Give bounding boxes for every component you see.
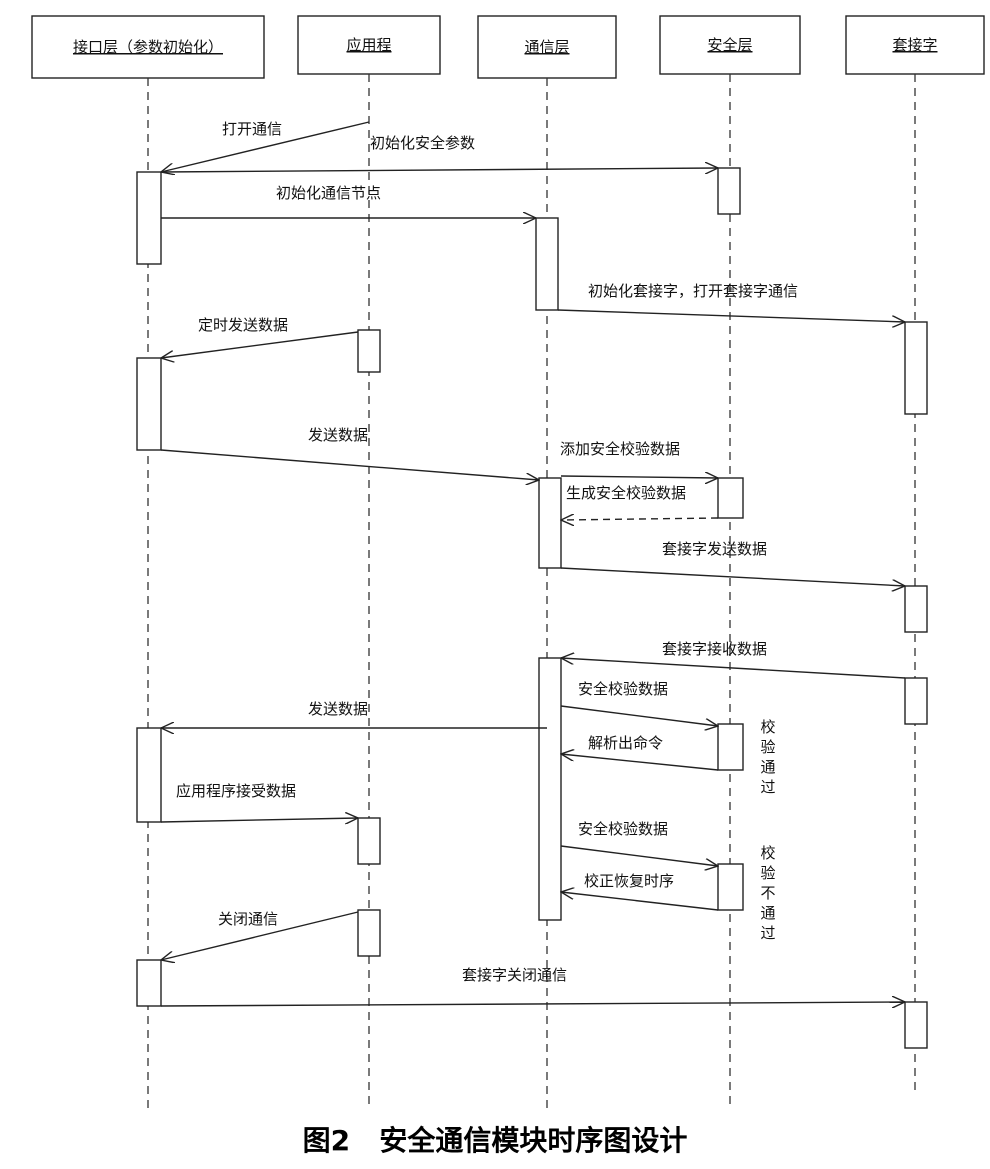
- message-arrow: [560, 476, 718, 478]
- message-label: 套接字接收数据: [662, 640, 767, 658]
- message-arrow: [560, 705, 718, 726]
- message-arrow-dashed: [561, 518, 719, 520]
- activation-bar: [904, 1001, 928, 1049]
- message-arrow: [161, 911, 359, 960]
- message-label: 安全校验数据: [578, 820, 668, 838]
- note-char: 验: [760, 738, 775, 756]
- participant-box-api: [31, 15, 265, 79]
- message-label: 校正恢复时序: [584, 872, 674, 890]
- message-label: 定时发送数据: [198, 316, 288, 334]
- message-label: 应用程序接受数据: [176, 782, 296, 800]
- participant-label-app: 应用程: [346, 36, 391, 54]
- message-label: 套接字关闭通信: [462, 966, 567, 984]
- activation-bar: [136, 727, 162, 823]
- participant-label-comm: 通信层: [524, 38, 569, 56]
- activation-bar: [538, 477, 562, 569]
- note-char: 通: [760, 904, 775, 922]
- activation-bar: [136, 357, 162, 451]
- activation-bar: [538, 657, 562, 921]
- message-label: 发送数据: [308, 700, 368, 718]
- message-label: 初始化套接字，打开套接字通信: [588, 282, 798, 300]
- message-label: 初始化通信节点: [276, 184, 381, 202]
- activation-bar: [535, 217, 559, 311]
- note-char: 不: [760, 884, 775, 902]
- message-arrow: [561, 658, 906, 679]
- note-char: 校: [760, 844, 775, 862]
- activation-bar: [717, 167, 741, 215]
- message-label: 打开通信: [222, 120, 282, 138]
- message-label: 安全校验数据: [578, 680, 668, 698]
- activation-bar: [357, 329, 381, 373]
- message-arrow: [561, 754, 719, 771]
- activation-bar: [717, 477, 744, 519]
- message-arrow: [160, 449, 539, 480]
- message-arrow: [160, 818, 358, 822]
- message-arrow: [557, 309, 905, 322]
- message-arrow: [560, 845, 718, 866]
- message-label: 关闭通信: [218, 910, 278, 928]
- participant-label-api: 接口层（参数初始化）: [73, 38, 223, 56]
- message-label: 套接字发送数据: [662, 540, 767, 558]
- note-char: 校: [760, 718, 775, 736]
- message-arrow: [160, 168, 718, 172]
- note-pass: 校 验 通 过: [760, 718, 775, 796]
- activation-bars: [136, 167, 928, 1049]
- message-arrow: [561, 892, 719, 911]
- participant-headers: 接口层（参数初始化） 应用程 通信层 安全层 套接字: [31, 15, 985, 79]
- note-char: 过: [760, 924, 775, 942]
- message-label: 初始化安全参数: [370, 134, 475, 152]
- message-arrow: [160, 1002, 905, 1006]
- activation-bar: [904, 585, 928, 633]
- note-char: 验: [760, 864, 775, 882]
- figure-caption: 图2 安全通信模块时序图设计: [303, 1124, 688, 1157]
- activation-bar: [904, 321, 928, 415]
- message-labels: 打开通信 初始化安全参数 初始化通信节点 初始化套接字，打开套接字通信 定时发送…: [176, 120, 798, 984]
- lifelines: [147, 74, 916, 1108]
- participant-box-sec: [659, 15, 801, 75]
- activation-bar: [357, 909, 381, 957]
- participant-box-comm: [477, 15, 617, 79]
- message-label: 生成安全校验数据: [566, 484, 686, 502]
- note-char: 过: [760, 778, 775, 796]
- message-arrows: [160, 121, 906, 1006]
- participant-label-sock: 套接字: [892, 36, 937, 54]
- activation-bar: [904, 677, 928, 725]
- note-char: 通: [760, 758, 775, 776]
- activation-bar: [136, 171, 162, 265]
- participant-box-app: [297, 15, 441, 75]
- participant-label-sec: 安全层: [707, 36, 752, 54]
- message-arrow: [560, 567, 905, 586]
- activation-bar: [136, 959, 162, 1007]
- activation-bar: [717, 723, 744, 771]
- activation-bar: [357, 817, 381, 865]
- message-arrow: [161, 331, 359, 358]
- message-label: 解析出命令: [588, 734, 663, 752]
- activation-bar: [717, 863, 744, 911]
- message-label: 发送数据: [308, 426, 368, 444]
- message-arrow: [161, 121, 370, 172]
- message-label: 添加安全校验数据: [560, 440, 680, 458]
- note-fail: 校 验 不 通 过: [760, 844, 775, 942]
